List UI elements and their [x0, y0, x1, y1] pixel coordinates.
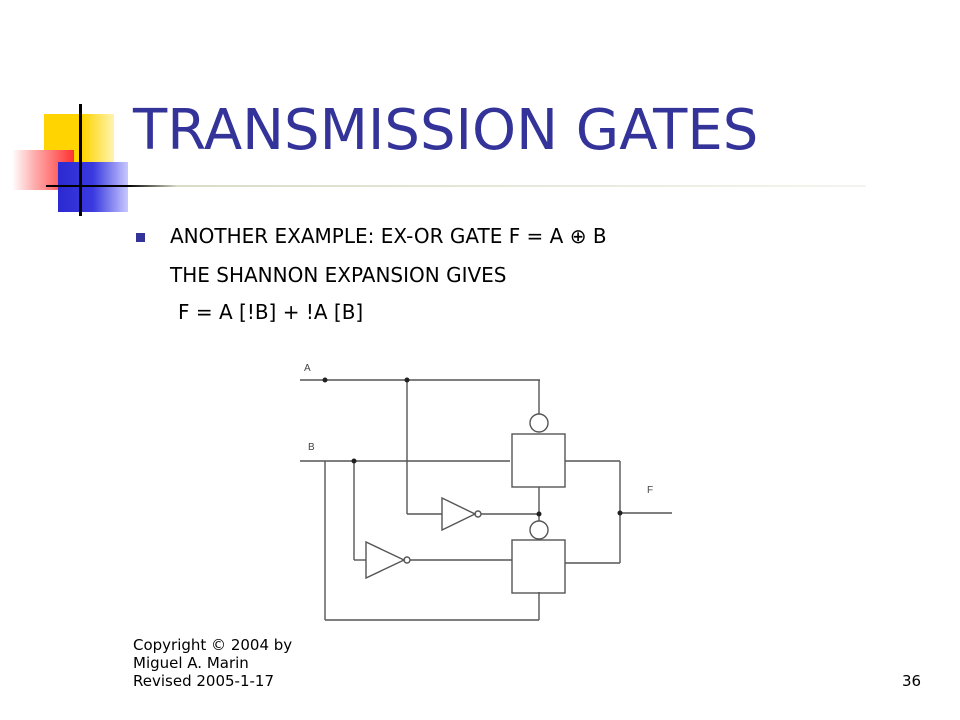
body-line-equation: F = A [!B] + !A [B]	[178, 300, 364, 324]
inverter-top	[441, 496, 477, 532]
slide-title: TRANSMISSION GATES	[133, 98, 759, 163]
decor-vertical-line	[79, 104, 82, 216]
body-line-example: ANOTHER EXAMPLE: EX-OR GATE F = A ⊕ B	[170, 224, 607, 248]
label-a: A	[304, 363, 311, 374]
bullet-square-icon	[136, 233, 145, 242]
xor-transmission-gate-circuit: A B F	[300, 363, 672, 621]
junction-not-a	[536, 511, 542, 517]
copyright-line: Copyright © 2004 by	[133, 636, 293, 654]
gate-bottom-bubble	[529, 520, 549, 540]
label-f: F	[647, 485, 653, 496]
transmission-gate-bottom	[511, 539, 566, 594]
junction-f	[617, 510, 623, 516]
page-number: 36	[902, 672, 922, 690]
decor-blue-square	[58, 162, 128, 212]
author-line: Miguel A. Marin	[133, 654, 249, 672]
revision-line: Revised 2005-1-17	[133, 672, 274, 690]
transmission-gate-top	[511, 433, 566, 488]
label-b: B	[308, 442, 315, 453]
junction-a-left	[322, 377, 328, 383]
inverter-bottom	[365, 540, 406, 580]
junction-b	[351, 458, 357, 464]
gate-top-bubble	[529, 413, 549, 433]
junction-a	[404, 377, 410, 383]
body-line-shannon: THE SHANNON EXPANSION GIVES	[170, 263, 507, 287]
title-underline	[46, 185, 866, 187]
